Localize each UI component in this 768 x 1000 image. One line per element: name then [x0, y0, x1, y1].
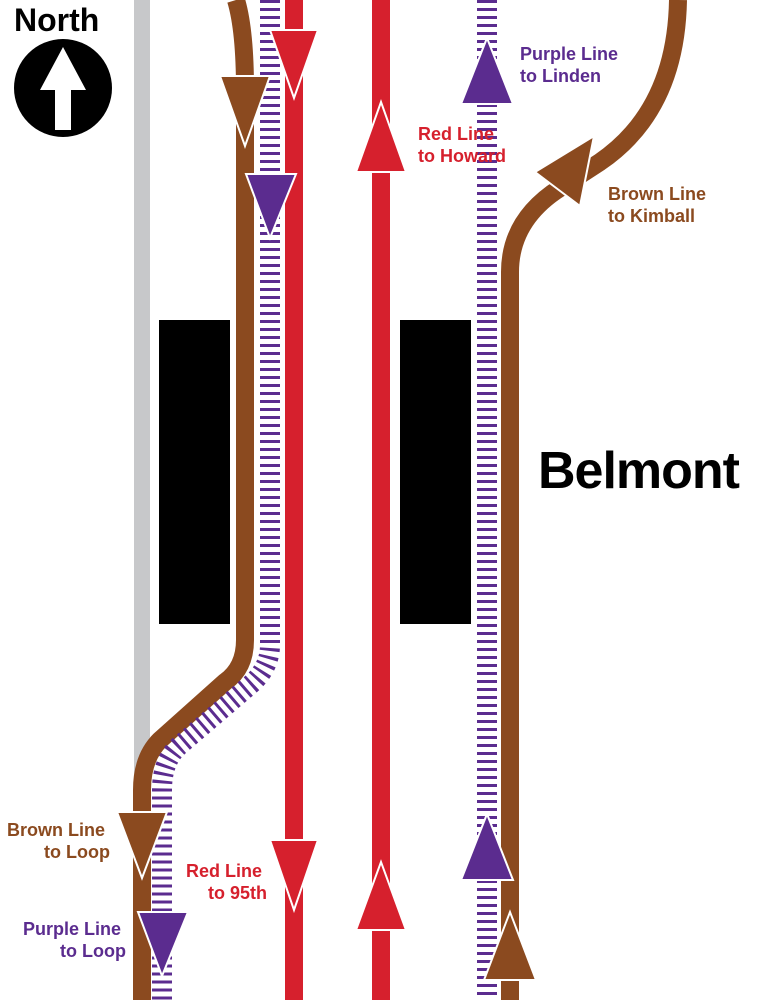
station-name: Belmont — [538, 442, 740, 500]
red-southbound-arrow — [268, 29, 320, 102]
purple-northbound-arrow — [459, 811, 515, 881]
label-destination: to 95th — [208, 883, 267, 903]
label-line: Purple Line — [23, 919, 121, 939]
label-brown-loop: Brown Line to Loop — [7, 820, 110, 862]
brown-southbound-arrow — [218, 75, 272, 149]
label-red-howard: Red Line to Howard — [418, 124, 506, 166]
label-purple-loop: Purple Line to Loop — [23, 919, 126, 961]
brown-northbound-arrow — [533, 133, 596, 208]
label-red-95th: Red Line to 95th — [186, 861, 267, 903]
label-brown-kimball: Brown Line to Kimball — [608, 184, 711, 226]
label-line: Red Line — [418, 124, 494, 144]
north-arrow-icon — [14, 39, 112, 137]
purple-southbound-arrow — [136, 911, 190, 979]
compass-label: North — [14, 2, 99, 38]
label-line: Purple Line — [520, 44, 618, 64]
north-compass: North — [14, 2, 112, 137]
brown-line-southbound-track — [133, 0, 254, 1000]
west-platform — [159, 320, 230, 624]
label-destination: to Loop — [60, 941, 126, 961]
purple-southbound-arrow — [244, 173, 298, 241]
purple-line-southbound-track — [152, 0, 280, 1000]
red-northbound-arrow — [354, 859, 408, 931]
label-destination: to Linden — [520, 66, 601, 86]
purple-northbound-arrow — [459, 35, 515, 105]
label-purple-linden: Purple Line to Linden — [520, 44, 623, 86]
label-line: Brown Line — [7, 820, 105, 840]
label-line: Brown Line — [608, 184, 706, 204]
east-platform — [400, 320, 471, 624]
red-southbound-arrow — [268, 839, 320, 914]
red-northbound-arrow — [354, 99, 408, 173]
brown-northbound-arrow — [482, 909, 538, 981]
label-destination: to Loop — [44, 842, 110, 862]
brown-line-northbound-track — [501, 0, 687, 1000]
brown-southbound-arrow — [115, 811, 169, 881]
label-destination: to Kimball — [608, 206, 695, 226]
label-line: Red Line — [186, 861, 262, 881]
label-destination: to Howard — [418, 146, 506, 166]
